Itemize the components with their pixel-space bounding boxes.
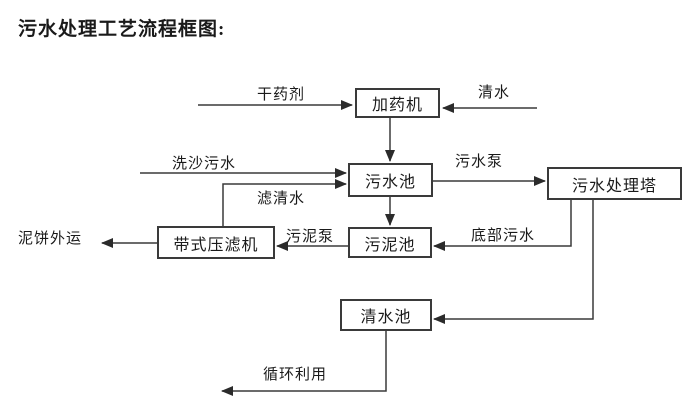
label-mud-cake-out: 泥饼外运 <box>18 231 83 247</box>
node-dosing-machine: 加药机 <box>355 88 440 118</box>
label-bottom-sewage: 底部污水 <box>471 228 536 244</box>
label-dry-agent: 干药剂 <box>257 87 306 103</box>
connector-clean-pool-to-recycling <box>221 331 387 396</box>
page-title: 污水处理工艺流程框图: <box>18 19 226 40</box>
label-sewage-pump: 污水泵 <box>455 154 504 170</box>
connector-tower-to-clean-pool <box>433 200 594 324</box>
label-filtered-water: 滤清水 <box>257 191 306 207</box>
label-sand-washing-sewage: 洗沙污水 <box>172 156 237 172</box>
label-recycling: 循环利用 <box>263 367 328 383</box>
node-belt-filter-press: 带式压滤机 <box>157 226 275 259</box>
node-clean-water-pool: 清水池 <box>340 299 432 331</box>
connector-filtered-water-to-sewage-pool <box>222 179 347 226</box>
node-sludge-pool: 污泥池 <box>348 227 432 258</box>
label-sludge-pump: 污泥泵 <box>286 229 335 245</box>
label-clean-water: 清水 <box>478 85 511 101</box>
connector-tower-bottom-sewage-to-sludge-pool <box>433 200 572 251</box>
node-sewage-pool: 污水池 <box>348 163 433 197</box>
node-sewage-treatment-tower: 污水处理塔 <box>547 167 682 200</box>
